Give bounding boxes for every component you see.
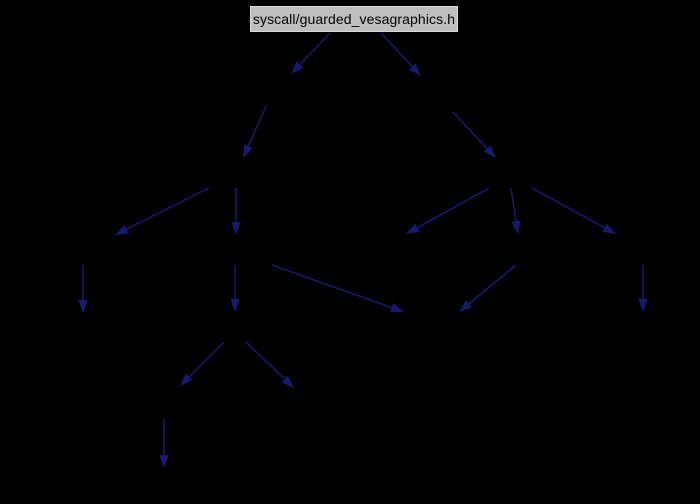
graph-edge [180, 341, 225, 386]
graph-node-hidden[interactable] [188, 315, 280, 341]
graph-edge [510, 187, 521, 234]
graph-edge [531, 187, 616, 234]
graph-node-label: syscall/guarded_vesagraphics.h [252, 11, 456, 27]
graph-edge [638, 265, 648, 312]
graph-edge [230, 265, 240, 312]
graph-node-hidden[interactable] [596, 238, 690, 264]
graph-edge [231, 188, 241, 235]
graph-node-hidden[interactable] [38, 315, 128, 341]
graph-node-hidden[interactable] [414, 315, 506, 341]
graph-node-hidden[interactable] [130, 392, 222, 418]
graph-edge [406, 187, 490, 234]
graph-node-hidden[interactable] [190, 238, 282, 264]
graph-node-hidden[interactable] [598, 315, 688, 341]
graph-edge [245, 341, 294, 388]
graph-edge [271, 264, 404, 312]
graph-edge [452, 111, 496, 158]
graph-edge [459, 264, 517, 312]
graph-node-hidden[interactable] [250, 392, 342, 418]
graph-node-hidden[interactable] [196, 161, 284, 187]
graph-edge [380, 32, 421, 76]
graph-edge [291, 32, 331, 74]
graph-node-hidden[interactable] [62, 238, 162, 264]
graph-edge [115, 187, 210, 235]
graph-edge [243, 105, 267, 158]
graph-node-root[interactable]: syscall/guarded_vesagraphics.h [250, 6, 458, 32]
graph-node-hidden[interactable] [356, 238, 454, 264]
graph-edge [78, 265, 88, 313]
graph-node-hidden[interactable] [472, 238, 566, 264]
graph-node-hidden[interactable] [120, 470, 210, 496]
graph-edge [159, 419, 169, 468]
graph-node-hidden[interactable] [452, 161, 548, 187]
